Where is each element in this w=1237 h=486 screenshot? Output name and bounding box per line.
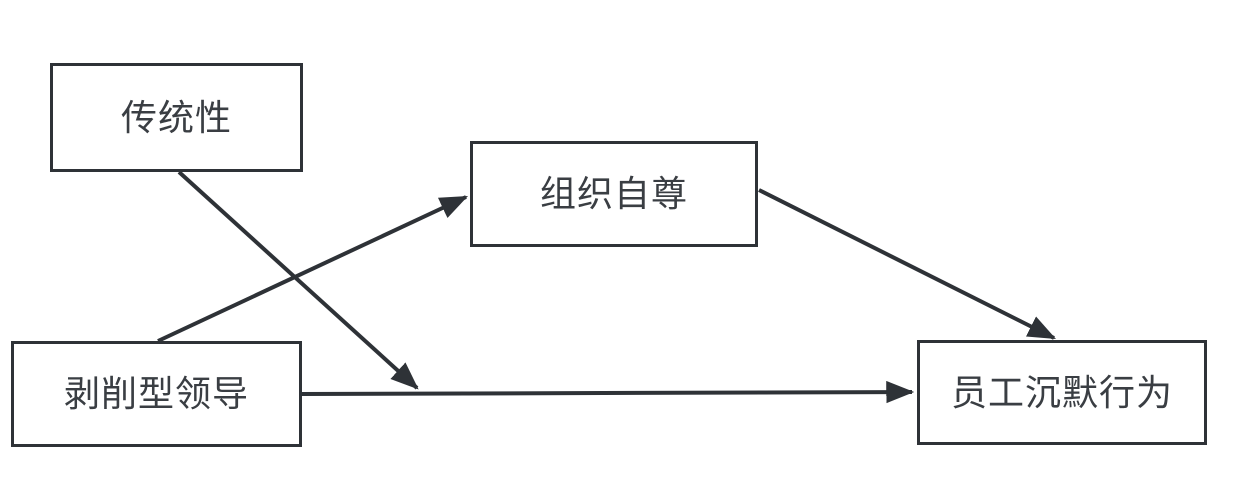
arrow-exploitative-to-employee-silence	[301, 380, 915, 404]
node-employee-silence: 员工沉默行为	[917, 340, 1207, 445]
node-exploitative-leadership-label: 剥削型领导	[63, 373, 249, 414]
arrow-obse-to-employee-silence	[758, 188, 1057, 340]
node-traditionality-label: 传统性	[120, 96, 232, 138]
node-employee-silence-label: 员工沉默行为	[950, 371, 1173, 413]
node-organization-based-self-esteem: 组织自尊	[470, 141, 758, 247]
arrow-traditionality-moderation	[177, 170, 419, 390]
node-obse-label: 组织自尊	[539, 173, 688, 214]
node-traditionality: 传统性	[50, 63, 303, 172]
node-exploitative-leadership: 剥削型领导	[11, 341, 302, 447]
arrow-exploitative-to-obse	[157, 195, 469, 343]
